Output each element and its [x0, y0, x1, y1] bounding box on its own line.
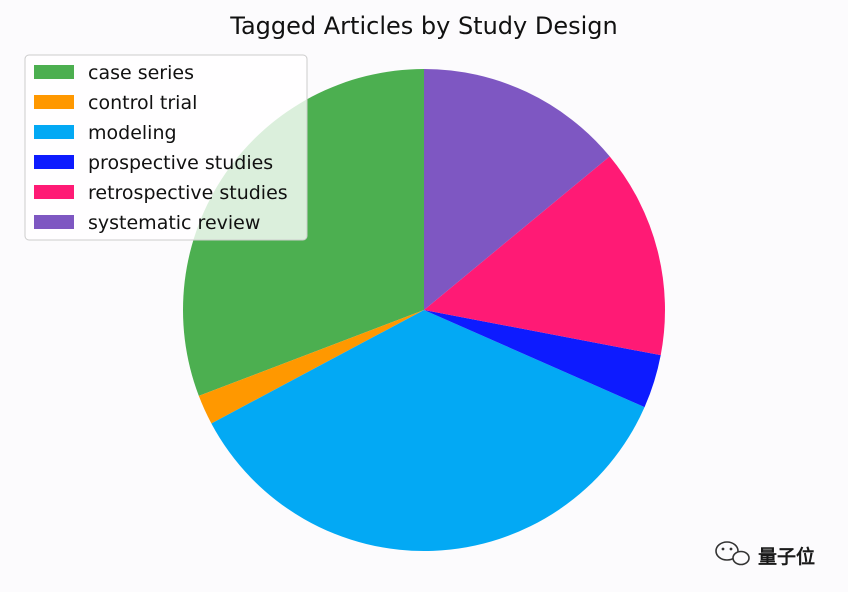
- watermark: 量子位: [715, 541, 815, 568]
- legend-swatch-prospective-studies: [34, 155, 74, 169]
- pie-slice-systematic-review: [424, 69, 610, 310]
- pie-slice-control-trial: [198, 310, 424, 424]
- pie-slice-prospective-studies: [424, 310, 661, 408]
- legend-swatch-retrospective-studies: [34, 185, 74, 199]
- watermark-text: 量子位: [758, 545, 815, 568]
- wechat-icon: [715, 541, 750, 566]
- pie-slice-retrospective-studies: [424, 156, 665, 356]
- legend-swatch-case-series: [34, 65, 74, 79]
- legend-label-modeling: modeling: [88, 122, 177, 144]
- legend-frame: [24, 54, 308, 241]
- legend-swatch-modeling: [34, 125, 74, 139]
- pie-slice-modeling: [211, 310, 645, 551]
- pie-slices: [183, 69, 665, 551]
- legend-items: case series control trial modeling prospect…: [34, 62, 288, 234]
- legend-label-control-trial: control trial: [88, 92, 197, 114]
- legend-label-case-series: case series: [88, 62, 194, 84]
- legend-label-retrospective-studies: retrospective studies: [88, 182, 288, 204]
- legend-swatch-control-trial: [34, 95, 74, 109]
- legend: case series control trial modeling prospect…: [24, 54, 308, 241]
- chart-title: Tagged Articles by Study Design: [229, 12, 617, 40]
- legend-label-prospective-studies: prospective studies: [88, 152, 273, 174]
- legend-swatch-systematic-review: [34, 215, 74, 229]
- legend-label-systematic-review: systematic review: [88, 212, 260, 234]
